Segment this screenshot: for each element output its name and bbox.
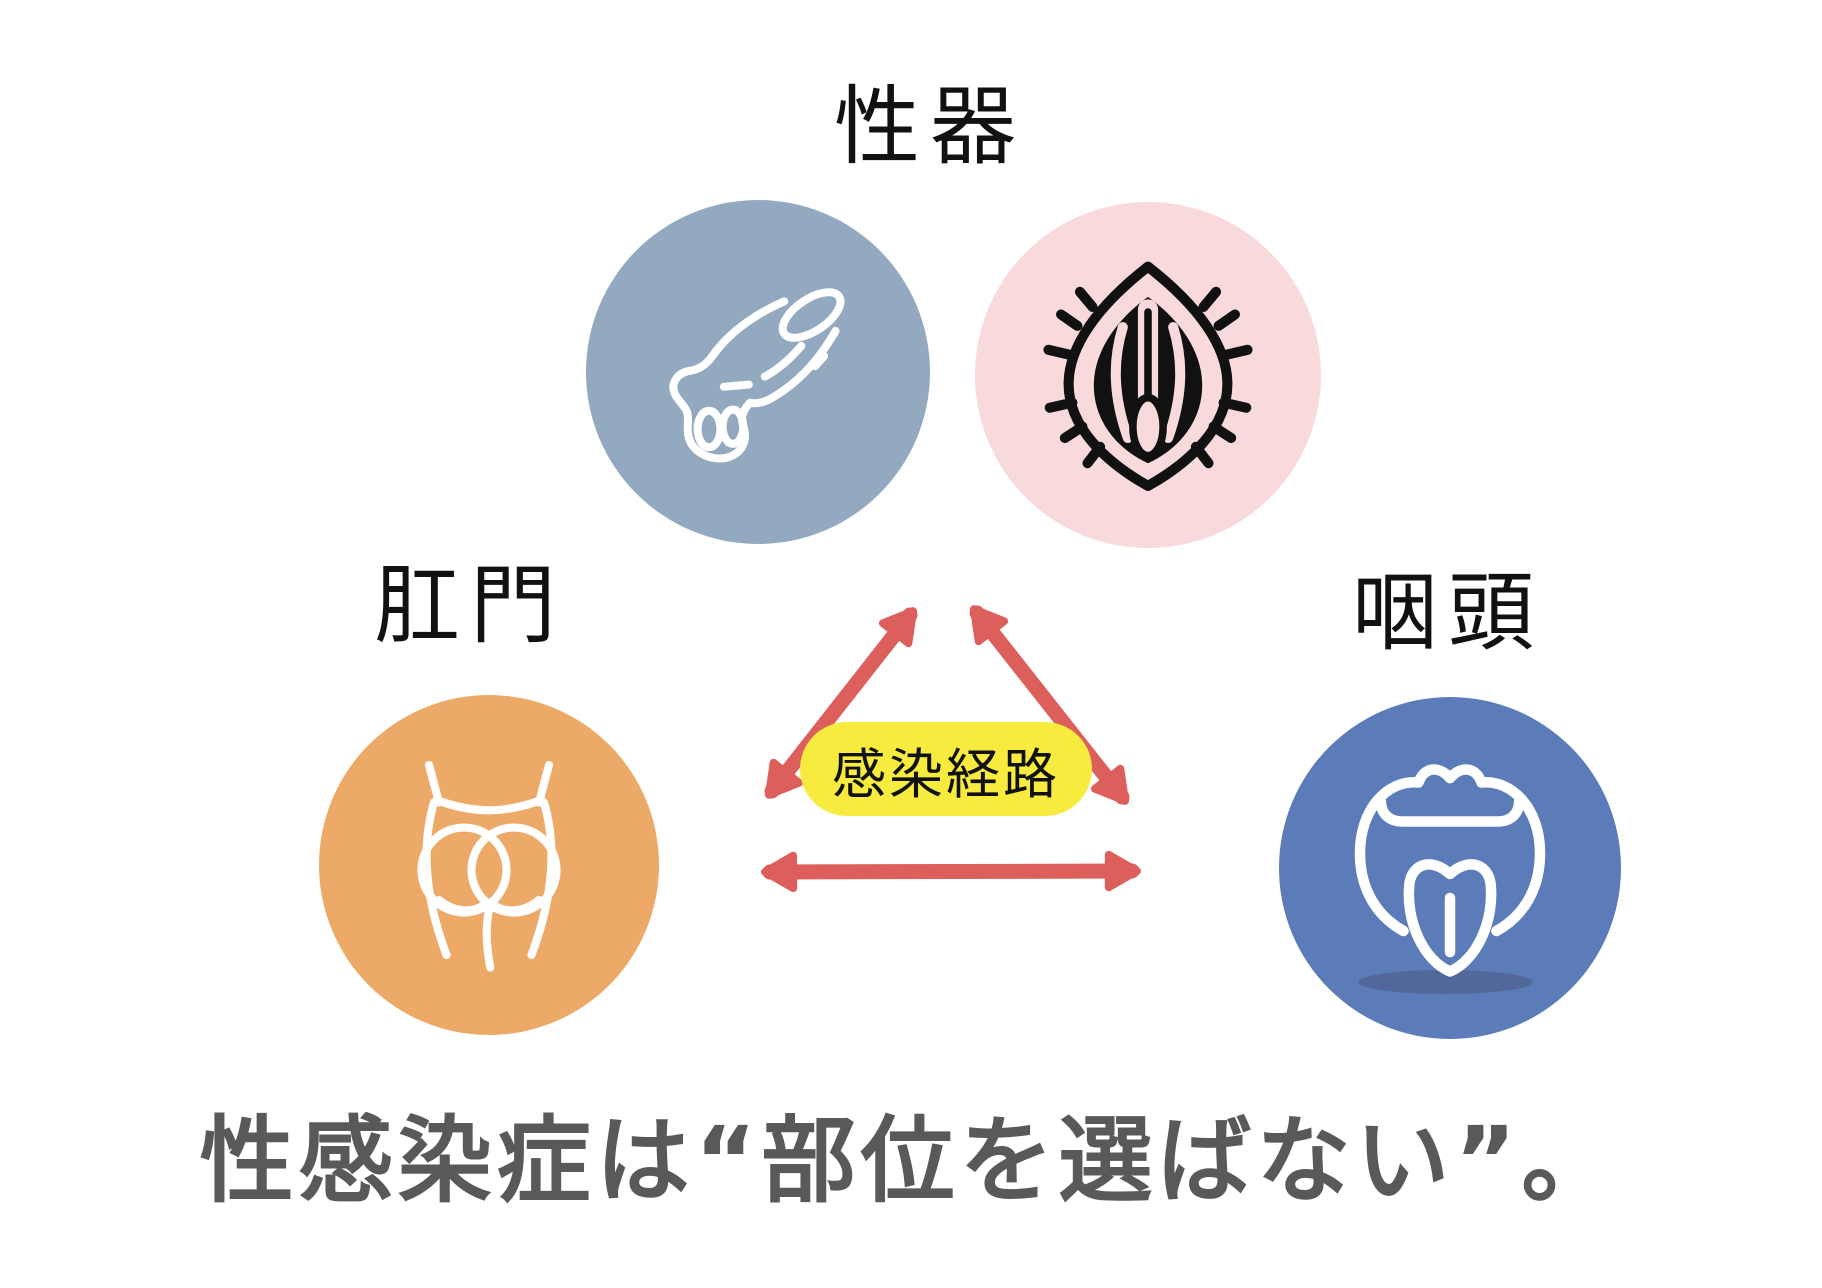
- transmission-route-arrows: [761, 605, 1141, 893]
- headline-text: 性感染症は“部位を選ばない”。: [199, 1107, 1621, 1216]
- tongue-icon: [1354, 764, 1546, 994]
- transmission-route-badge-label: 感染経路: [832, 742, 1060, 806]
- anal-buttocks-circle: [319, 695, 659, 1035]
- pharyngeal-site-label: 咽頭: [1352, 563, 1544, 663]
- buttocks-icon: [417, 760, 561, 972]
- anal-site-label: 肛門: [374, 556, 566, 656]
- genital-vulva-circle: [975, 202, 1321, 548]
- genital-site-label: 性器: [834, 77, 1026, 177]
- vulva-icon: [1043, 261, 1253, 491]
- pharyngeal-tongue-circle: [1279, 697, 1621, 1039]
- genital-penis-circle: [586, 200, 930, 544]
- transmission-route-badge: 感染経路: [800, 722, 1092, 816]
- penis-icon: [669, 288, 845, 463]
